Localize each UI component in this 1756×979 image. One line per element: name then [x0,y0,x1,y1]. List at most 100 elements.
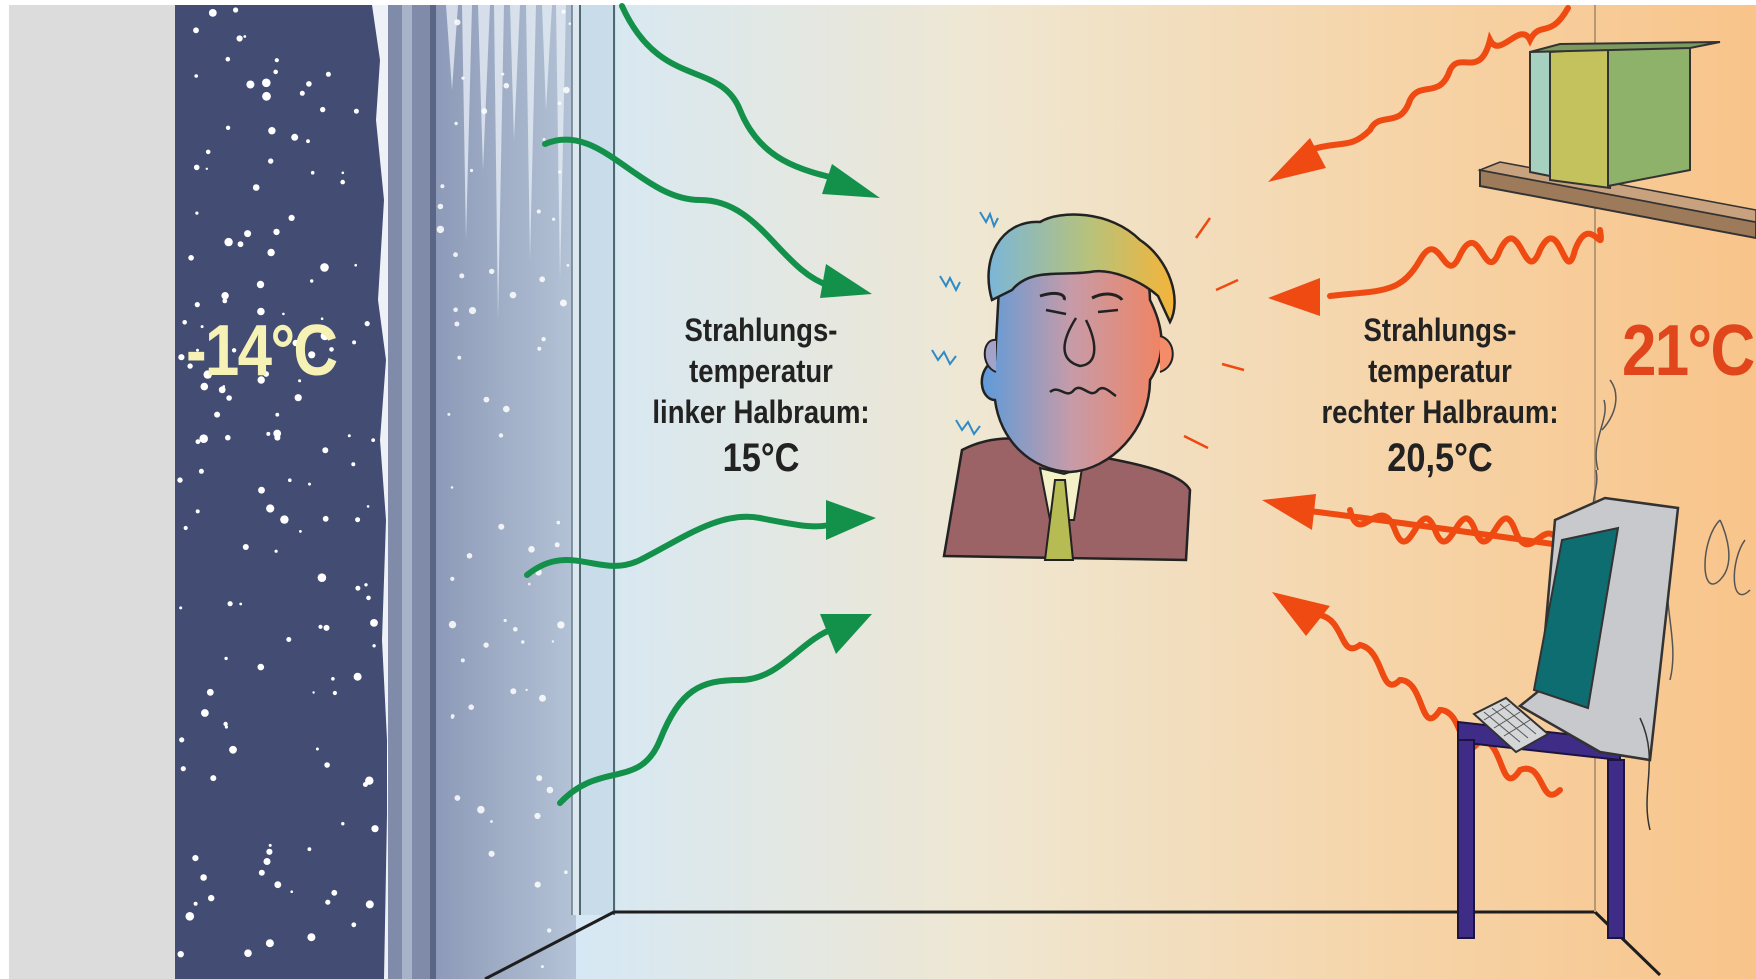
snowflake [285,327,289,331]
snowflake [469,168,474,173]
snowflake [324,762,330,768]
snowflake [282,312,285,316]
snowflake [205,167,208,170]
snowflake [481,108,488,115]
snowflake [258,486,265,494]
snowflake [366,505,370,508]
snowflake [188,254,194,261]
snowflake [534,881,541,888]
snowflake [226,395,232,401]
snowflake [563,86,570,94]
arrowhead-icon [826,500,876,540]
cold-arrow-1 [619,3,845,183]
snowflake [501,72,505,76]
arrowhead-icon [1268,278,1320,316]
snowflake [447,412,451,416]
left-radiation-label: Strahlungs- temperatur linker Halbraum: … [616,310,906,483]
snowflake [312,691,315,694]
snowflake [290,890,294,893]
snowflake [193,27,199,34]
snowflake [537,346,542,351]
snowflake [448,620,457,629]
snowflake [292,339,299,347]
shiver-marks [931,211,999,436]
window-frame [388,5,616,979]
snowflake [450,576,455,582]
snowflake [340,179,346,185]
snowflake [322,447,329,454]
snowflake [552,217,556,221]
snowflake [222,298,228,304]
snowflake [437,203,444,210]
right-radiation-label: Strahlungs- temperatur rechter Halbraum:… [1290,310,1590,483]
snowflake [179,737,185,743]
snowflake [218,386,226,394]
snowflake [541,337,546,342]
snowflake-icon [177,7,379,958]
snowflake [224,237,233,247]
snowflake [307,847,312,852]
snowflake [286,637,292,642]
snowflake [554,542,560,548]
snowflake [224,656,228,661]
snowflake [568,22,572,26]
snowflake [193,164,200,171]
cold-arrow-2 [542,136,833,289]
snowflake [488,850,495,857]
snowflake [195,211,199,215]
snowflake [194,302,200,308]
snowflake [490,820,493,823]
snowflake [258,869,265,876]
snowflake [323,624,330,631]
snowflake [521,640,525,644]
snowflake [274,881,282,889]
snowflake [542,138,546,141]
snowflake [318,624,323,629]
arrowhead-icon [1268,138,1326,182]
snowflake [355,585,361,591]
snowflake [200,382,209,391]
snowflake [540,965,544,969]
snowflake [371,438,376,442]
snowflake [354,263,358,267]
person-icon [942,213,1192,562]
snowflake [557,101,562,106]
snowflake [257,376,265,384]
snowflake [183,525,188,531]
snowflake [252,184,260,191]
snowflake [244,949,252,957]
snowflake [355,517,361,523]
snowflake [457,355,462,360]
cold-arrow-4 [557,625,838,806]
snowflake [503,618,507,623]
snowflake [371,825,379,833]
snowflake [468,704,475,710]
right-label-line1: Strahlungs- [1363,312,1517,348]
snowflake [325,899,331,905]
snowflake [275,412,280,417]
snowflake [299,90,305,96]
nose [1063,317,1096,368]
snowflake [557,621,565,629]
warm-arrow-3 [1297,507,1565,549]
book-icon [1529,41,1721,190]
snowflake [225,434,231,441]
snowflake [353,672,362,681]
snowflake [203,370,212,379]
snowflake [233,7,239,13]
right-label-line3: rechter Halbraum: [1321,394,1559,430]
snowflake [221,292,229,300]
snowflake [564,870,568,874]
snowflake [301,365,306,370]
snowflake [320,106,326,113]
snowflake [288,214,295,221]
snowflake [461,76,465,80]
snowflake [192,855,199,862]
snowflake [262,78,271,88]
snowflake [509,291,517,299]
snowflake [366,595,371,601]
snowflake [225,56,231,62]
snowflake [332,690,337,696]
snowflake [450,486,454,489]
snowflake [551,640,555,643]
